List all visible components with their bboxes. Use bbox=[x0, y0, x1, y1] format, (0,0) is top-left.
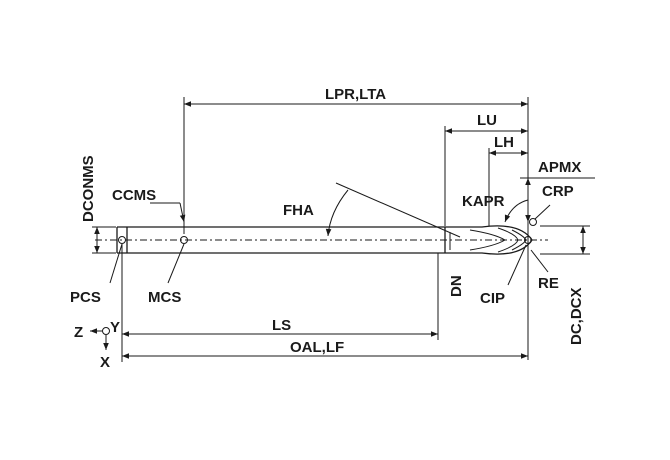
label-mcs: MCS bbox=[148, 289, 181, 306]
label-ls: LS bbox=[272, 317, 291, 334]
label-pcs: PCS bbox=[70, 289, 101, 306]
label-dc-dcx: DC,DCX bbox=[568, 287, 585, 345]
label-ccms: CCMS bbox=[112, 187, 156, 204]
origin-point bbox=[102, 327, 110, 335]
label-dn: DN bbox=[448, 275, 465, 297]
ccms-leader-drop bbox=[179, 202, 186, 223]
pcs-leader bbox=[109, 243, 123, 284]
label-lpr-lta: LPR,LTA bbox=[325, 86, 386, 103]
pcs-point bbox=[118, 236, 126, 244]
label-axis-y: Y bbox=[110, 319, 120, 336]
label-lu: LU bbox=[477, 112, 497, 129]
fha-angle-arc bbox=[325, 189, 349, 237]
label-oal-lf: OAL,LF bbox=[290, 339, 344, 356]
label-lh: LH bbox=[494, 134, 514, 151]
fha-helix-line bbox=[335, 182, 461, 238]
re-leader bbox=[530, 249, 549, 273]
label-re: RE bbox=[538, 275, 559, 292]
mcs-leader bbox=[167, 243, 185, 284]
crp-point bbox=[529, 218, 537, 226]
label-cip: CIP bbox=[480, 290, 505, 307]
label-axis-z: Z bbox=[74, 324, 83, 341]
label-axis-x: X bbox=[100, 354, 110, 371]
cip-leader bbox=[507, 244, 527, 286]
label-dconms: DCONMS bbox=[80, 155, 97, 222]
crp-leader bbox=[534, 204, 551, 220]
label-apmx: APMX bbox=[538, 159, 581, 176]
label-fha: FHA bbox=[283, 202, 314, 219]
mcs-point bbox=[180, 236, 188, 244]
kapr-angle-arc bbox=[504, 199, 529, 223]
label-crp: CRP bbox=[542, 183, 574, 200]
label-kapr: KAPR bbox=[462, 193, 505, 210]
